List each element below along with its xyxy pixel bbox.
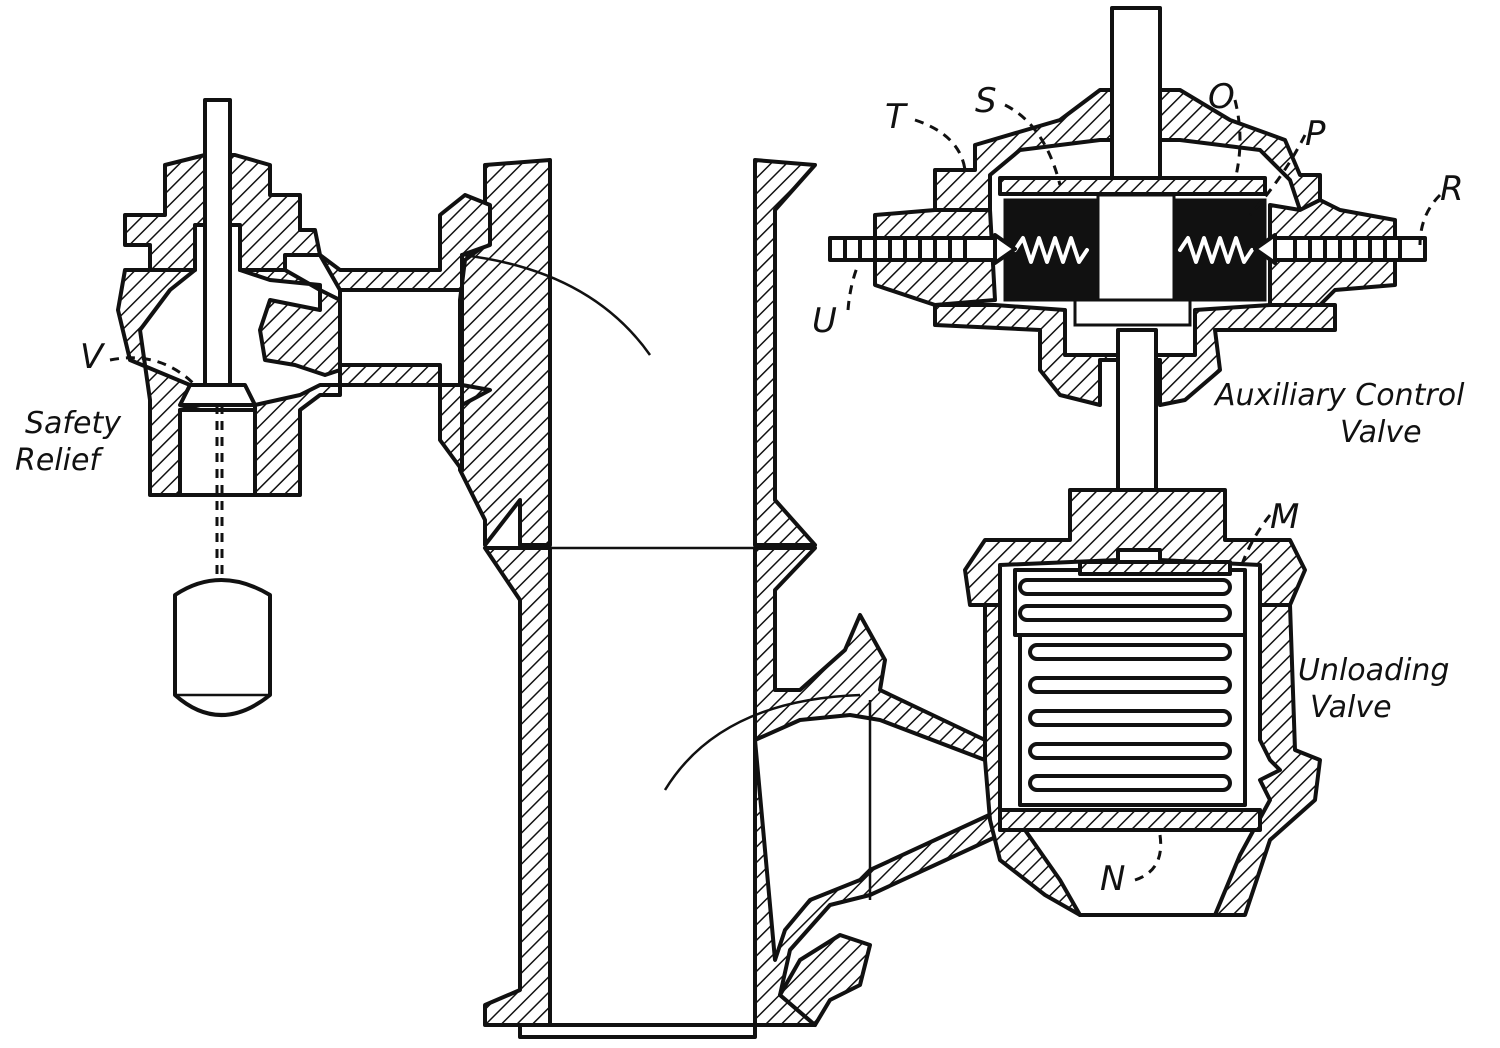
aux-left-screw [828, 236, 997, 262]
pipe-bottom-plate [518, 1023, 757, 1039]
pipe-right-wall-upper [753, 158, 817, 547]
unloading-valve [963, 488, 1322, 917]
pipe-lower-flange [778, 933, 872, 1027]
safety-relief-valve [116, 98, 342, 717]
central-pipe [458, 158, 1002, 1039]
labels: T S O P R U V M N Safety Relief Auxiliar… [15, 77, 1465, 899]
label-R: R [1440, 169, 1464, 209]
label-P: P [1305, 114, 1326, 154]
relief-valve-disk [178, 383, 257, 407]
connecting-pipe [318, 193, 492, 472]
label-safety-line1: Safety [25, 406, 122, 441]
label-T: T [885, 97, 908, 137]
leader-S [1004, 103, 1062, 186]
label-S: S [975, 81, 997, 121]
label-safety-line2: Relief [15, 443, 104, 478]
leader-N [1134, 834, 1163, 882]
pipe-left-wall-upper [458, 158, 552, 547]
pipe-right-wall-lower [753, 546, 987, 762]
relief-valve-stem [203, 98, 232, 392]
label-unloading-line2: Valve [1310, 690, 1392, 725]
leader-M [1238, 514, 1272, 571]
label-V: V [80, 337, 106, 377]
flow-arc-upper [461, 253, 652, 356]
auxiliary-control-valve [828, 6, 1427, 552]
label-M: M [1270, 497, 1299, 537]
aux-right-screw [1273, 236, 1427, 262]
leader-O [1233, 99, 1242, 181]
aux-diaphragm-plate [998, 176, 1267, 196]
aux-left-spring [1013, 236, 1089, 264]
leader-lines [109, 99, 1442, 882]
pipe-left-wall-lower [483, 546, 552, 1027]
leader-V [109, 356, 197, 387]
connecting-pipe-top [318, 193, 492, 292]
leader-R [1418, 193, 1442, 246]
unloading-seat-N [998, 808, 1262, 832]
label-U: U [812, 301, 837, 341]
label-unloading-line1: Unloading [1298, 653, 1449, 688]
aux-upper-stem [1110, 6, 1162, 180]
label-O: O [1208, 77, 1235, 117]
leader-T [914, 118, 967, 171]
flow-arc-lower [663, 693, 861, 791]
leader-P [1248, 134, 1307, 216]
label-auxiliary-line1: Auxiliary Control [1213, 378, 1465, 413]
leader-U [846, 264, 860, 311]
unloading-cap [963, 488, 1307, 607]
unloading-spring [1018, 578, 1232, 792]
label-auxiliary-line2: Valve [1340, 415, 1422, 450]
aux-right-spring [1178, 236, 1254, 264]
label-N: N [1100, 859, 1125, 899]
